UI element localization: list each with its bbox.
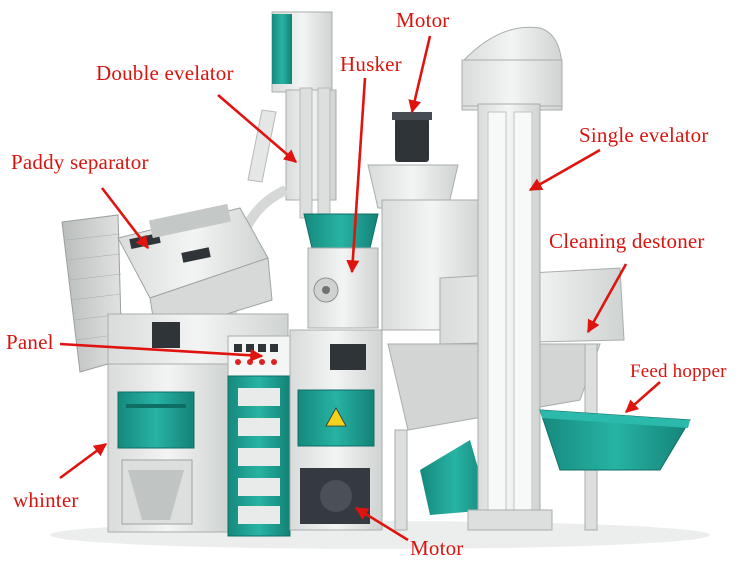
arrow-paddy-separator — [100, 187, 150, 250]
ladder-column — [227, 375, 291, 537]
arrow-panel — [59, 342, 264, 362]
husker-motor — [367, 112, 459, 209]
arrow-motor-top — [408, 35, 432, 114]
label-paddy-separator: Paddy separator — [11, 150, 149, 174]
label-cleaning-destoner: Cleaning destoner — [549, 229, 705, 253]
label-single-elevator: Single evelator — [579, 123, 709, 147]
arrow-husker — [346, 77, 367, 274]
arrow-single-elevator — [528, 148, 601, 192]
label-double-elevator: Double evelator — [96, 61, 234, 85]
label-panel: Panel — [6, 330, 54, 354]
arrow-whitener — [59, 442, 108, 480]
arrow-double-elevator — [217, 94, 297, 163]
single-elevator — [461, 26, 563, 531]
arrow-feed-hopper — [625, 381, 661, 413]
lower-cabinet — [289, 329, 383, 531]
arrow-cleaning-destoner — [586, 263, 628, 334]
callout-arrows — [59, 35, 661, 542]
label-motor-bottom: Motor — [410, 536, 464, 560]
label-whitener: whinter — [13, 488, 79, 512]
husker-body — [303, 213, 379, 329]
double-elevator — [226, 11, 337, 321]
warning-triangle-icon — [325, 407, 347, 427]
label-husker: Husker — [340, 52, 402, 76]
label-motor-top: Motor — [396, 8, 450, 32]
label-feed-hopper: Feed hopper — [630, 361, 727, 382]
arrow-motor-bottom — [354, 506, 409, 542]
feed-hopper — [539, 409, 691, 471]
